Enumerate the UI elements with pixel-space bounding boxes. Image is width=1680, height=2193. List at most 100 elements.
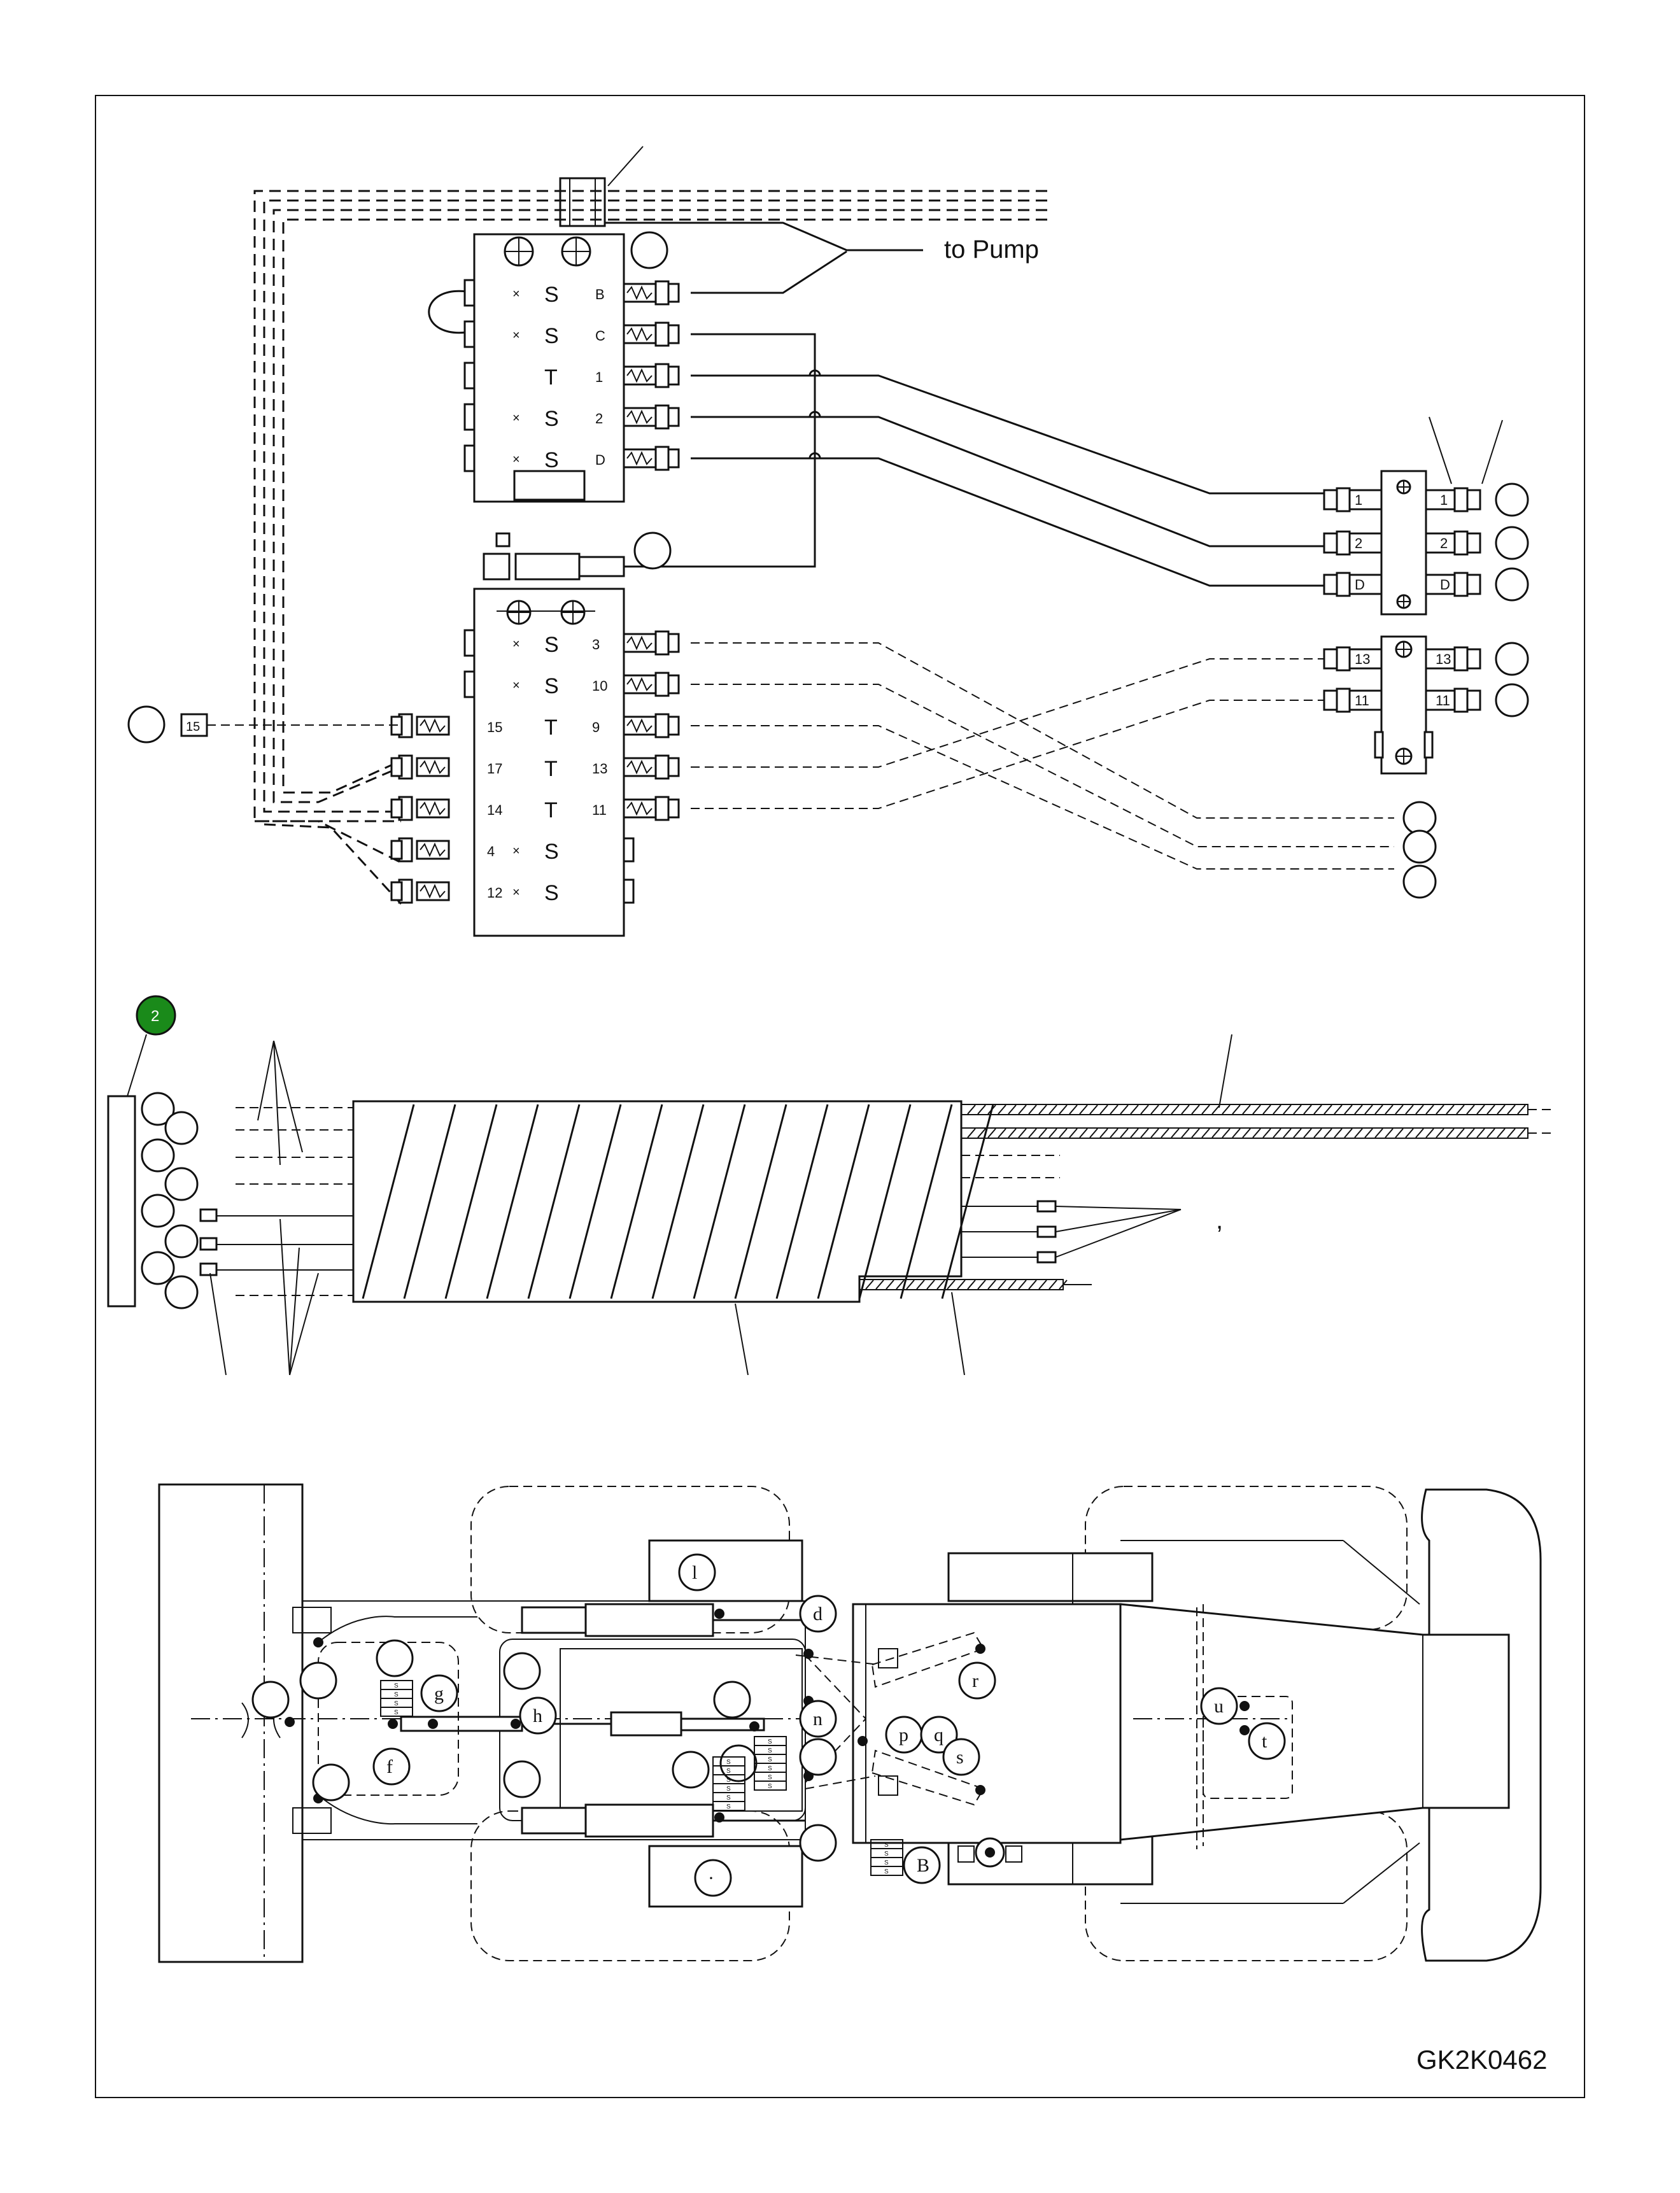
callout-remote [127,705,166,744]
valve-port-label-left: 14 [487,802,502,818]
block-label: S [884,1842,889,1849]
callout-j1 [1495,483,1529,517]
valve-row-type: S [544,448,559,472]
drawing-id: GK2K0462 [1416,2045,1548,2075]
block-label: S [726,1759,731,1766]
wheel-rear-lower [1085,1810,1408,1961]
junction-port-label: 1 [1355,492,1362,508]
grease-point [511,1719,521,1729]
valve-x-mark: × [512,328,520,342]
grease-point [858,1736,868,1746]
block-label: S [768,1765,772,1772]
grease-point [975,1785,985,1795]
chassis-callout-label: r [972,1670,978,1691]
valve-port-label-left: 15 [487,719,502,735]
valve-port-label: 10 [592,678,607,694]
callout-green-label: 2 [151,1008,159,1025]
valve-row-type: S [544,324,559,348]
wrap-sleeve [352,1100,963,1303]
chassis-callout-label: q [934,1724,943,1745]
hose-bundle: 2 [107,995,1553,1376]
chassis-callout-label: B [917,1855,929,1876]
block-label: S [884,1859,889,1866]
block-label: S [726,1803,731,1810]
junction-port-label: 1 [1440,492,1448,508]
callout-j5 [1495,683,1529,717]
chassis-callout [799,1595,837,1633]
block-label: S [768,1747,772,1754]
chassis-callout-label: · [708,1868,714,1889]
grease-point [714,1812,724,1823]
page-frame [95,95,1585,2098]
junction-port-label: 2 [1355,535,1362,551]
engine-hood [1119,1603,1510,1841]
valve-port-label-left: 12 [487,885,502,901]
block-label: S [726,1795,731,1802]
callout-line-a [1402,801,1437,835]
chassis-callout-label: n [813,1709,822,1730]
junction-port-label: 13 [1436,651,1451,667]
grease-point [313,1637,323,1647]
grease-point [714,1609,724,1619]
chassis-callout [942,1738,980,1776]
callout-j3 [1495,567,1529,602]
block-label: S [768,1756,772,1763]
junction-port-label: 2 [1440,535,1448,551]
box-l [648,1539,803,1602]
callout-line-b [1402,829,1437,864]
valve-row-type: S [544,881,559,905]
comma-mark: , [1216,1206,1223,1234]
block-label: S [394,1709,399,1716]
chassis-callout [678,1553,716,1591]
chassis-callout [519,1696,557,1735]
valve-port-label: D [595,452,605,468]
front-blade [158,1483,304,1963]
block-label: S [768,1738,772,1745]
junction-port-label: 11 [1355,693,1369,709]
junction-port-label: 13 [1355,651,1370,667]
block-label: S [726,1777,731,1784]
grease-point [285,1717,295,1727]
valve-x-mark: × [512,885,520,899]
valve-port-label: 11 [592,802,607,818]
grease-point [388,1719,398,1729]
valve-port-label: 3 [592,637,600,652]
callout-pump [630,231,668,269]
chassis-callout [372,1747,411,1786]
junction-port-label: D [1355,577,1365,593]
valve-row-type: T [544,716,558,740]
chassis-callout [903,1846,941,1884]
chassis-callout-label: u [1214,1696,1224,1717]
block-label: S [884,1851,889,1858]
to-pump-label: to Pump [944,236,1039,264]
grease-point [428,1719,438,1729]
valve-row-type: S [544,407,559,431]
junction-block-top [1380,470,1427,616]
valve-x-mark: × [512,637,520,651]
valve-port-label-left: 4 [487,843,495,859]
grease-point [1239,1701,1250,1711]
grease-point [803,1649,814,1659]
chassis-callout-label: f [386,1756,393,1777]
valve-port-label: 1 [595,369,603,385]
block-label: S [394,1682,399,1689]
valve-port-label: B [595,286,605,302]
valve-row-type: S [544,840,559,864]
chassis-callout-label: g [434,1683,444,1704]
valve-port-label: 2 [595,411,603,427]
chassis-callout-label: d [813,1604,822,1625]
chassis-callout [694,1859,732,1897]
block-label: S [726,1786,731,1793]
remote-fitting-label: 15 [186,720,200,734]
grease-point [1239,1725,1250,1735]
block-label: S [726,1768,731,1775]
chassis-callout-label: p [899,1724,908,1745]
valve-x-mark: × [512,287,520,301]
block-label: S [768,1783,772,1790]
valve-row-type: T [544,757,558,781]
valve-x-mark: × [512,411,520,425]
valve-row-type: S [544,283,559,307]
chassis-callout-label: l [692,1562,697,1583]
valve-row-type: T [544,798,558,822]
